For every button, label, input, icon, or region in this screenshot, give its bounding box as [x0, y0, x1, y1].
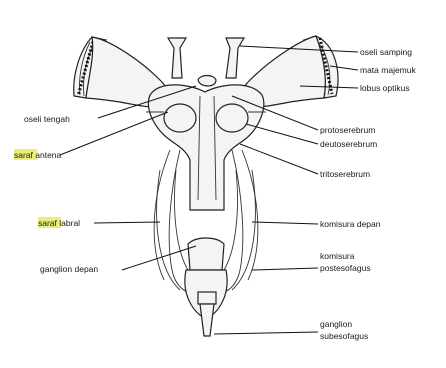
- brain-body: [148, 85, 263, 210]
- label-lobus-optikus: lobus optikus: [360, 83, 410, 93]
- label-deutoserebrum: deutoserebrum: [320, 139, 377, 149]
- label-protoserebrum: protoserebrum: [320, 125, 375, 135]
- label-komisura-1: komisura: [320, 251, 355, 261]
- label-subesofagus: subesofagus: [320, 331, 368, 341]
- label-tritoserebrum: tritoserebrum: [320, 169, 370, 179]
- label-postesofagus: postesofagus: [320, 263, 371, 273]
- label-oseli-tengah: oseli tengah: [24, 114, 70, 124]
- label-saraf-labral: saraf labral: [38, 218, 80, 228]
- label-ganglion-depan: ganglion depan: [40, 264, 98, 274]
- ocelli-stalks: [168, 38, 244, 86]
- label-ganglion: ganglion: [320, 319, 352, 329]
- label-komisura-depan: komisura depan: [320, 219, 381, 229]
- label-saraf-antena: saraf antena: [14, 150, 62, 160]
- label-mata-majemuk: mata majemuk: [360, 65, 416, 75]
- label-oseli-samping: oseli samping: [360, 47, 412, 57]
